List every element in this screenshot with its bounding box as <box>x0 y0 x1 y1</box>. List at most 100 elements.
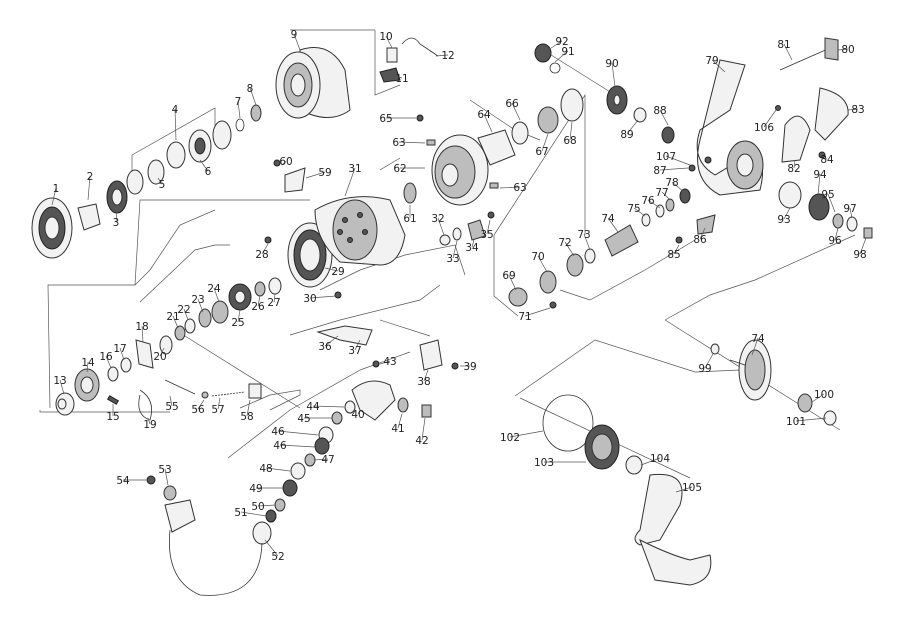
leader-line <box>237 309 241 323</box>
leader-line <box>273 293 276 303</box>
part-number-label: 69 <box>502 270 515 282</box>
leader-line <box>847 108 859 111</box>
part-number-label: 98 <box>853 249 866 261</box>
leader-line <box>183 308 189 321</box>
part-number-label: 77 <box>655 187 668 199</box>
leader-line <box>257 504 277 507</box>
leader-line <box>344 167 356 197</box>
leader-line <box>626 119 639 135</box>
part-number-label: 88 <box>653 105 666 117</box>
part-number-label: 31 <box>348 163 361 175</box>
part-number-label: 15 <box>106 411 119 423</box>
part-number-label: 42 <box>415 435 428 447</box>
part-number-label: 73 <box>577 229 590 241</box>
part-number-label: 3 <box>113 217 120 229</box>
part-number-label: 60 <box>279 156 292 168</box>
part-number-label: 78 <box>665 177 678 189</box>
leader-line <box>704 353 714 369</box>
part-number-label: 38 <box>417 376 430 388</box>
part-number-label: 62 <box>393 163 406 175</box>
part-number-label: 74 <box>601 213 615 225</box>
part-number-label: 101 <box>786 416 806 428</box>
leader-line <box>633 207 646 217</box>
part-number-label: 87 <box>653 165 666 177</box>
part-number-label: 16 <box>99 351 113 363</box>
part-number-label: 8 <box>247 83 254 95</box>
part-number-label: 19 <box>143 419 156 431</box>
part-number-label: 107 <box>656 151 676 163</box>
leader-line <box>524 307 551 317</box>
leader-line <box>217 397 221 410</box>
part-number-label: 58 <box>240 411 253 423</box>
leader-line <box>59 379 65 395</box>
leader-line <box>554 50 569 63</box>
part-number-label: 49 <box>249 483 262 495</box>
leader-line <box>793 159 796 169</box>
leader-line <box>281 160 287 166</box>
leader-line <box>159 347 165 357</box>
part-number-label: 85 <box>667 249 680 261</box>
part-number-label: 54 <box>116 475 130 487</box>
leader-line <box>51 187 57 206</box>
part-number-label: 4 <box>172 104 179 116</box>
leader-line <box>305 171 326 179</box>
leader-line <box>849 207 853 219</box>
leader-line <box>164 468 169 486</box>
part-number-label: 22 <box>177 304 190 316</box>
leader-line <box>105 355 112 369</box>
part-number-label: 52 <box>271 551 284 563</box>
leader-line <box>583 233 591 251</box>
part-number-label: 51 <box>234 507 247 519</box>
drag-knob-group <box>55 222 342 421</box>
part-number-label: 6 <box>205 166 212 178</box>
leader-line <box>398 141 426 144</box>
part-number-label: 30 <box>303 293 316 305</box>
part-number-label: 59 <box>318 167 331 179</box>
part-number-label: 61 <box>403 213 416 225</box>
leader-line <box>293 33 301 51</box>
part-number-label: 63 <box>392 137 405 149</box>
part-number-label: 95 <box>821 189 834 201</box>
leader-line <box>141 325 144 343</box>
part-number-label: 26 <box>251 301 265 313</box>
part-number-label: 1 <box>53 183 60 195</box>
part-number-label: 24 <box>207 283 221 295</box>
part-number-label: 80 <box>841 44 854 56</box>
part-number-label: 66 <box>505 98 519 110</box>
leader-line <box>397 413 403 429</box>
leader-line <box>509 430 544 438</box>
part-number-label: 68 <box>563 135 576 147</box>
leader-line <box>837 48 849 51</box>
part-number-label: 104 <box>650 453 670 465</box>
part-number-label: 46 <box>271 426 285 438</box>
leader-line <box>199 159 209 172</box>
part-number-label: 21 <box>166 311 179 323</box>
part-number-label: 72 <box>558 237 571 249</box>
part-number-label: 32 <box>431 213 444 225</box>
leader-line <box>661 191 671 201</box>
rotor-group <box>273 43 691 309</box>
leader-line <box>665 155 691 166</box>
part-number-label: 27 <box>267 297 280 309</box>
leader-line <box>471 239 475 248</box>
part-number-label: 10 <box>379 31 392 43</box>
leader-line <box>197 298 204 313</box>
part-number-label: 46 <box>273 440 287 452</box>
leader-line <box>435 54 449 57</box>
leader-line <box>265 467 291 472</box>
leader-line <box>172 315 179 329</box>
leader-line <box>699 227 706 240</box>
part-number-label: 48 <box>259 463 272 475</box>
part-number-label: 83 <box>851 104 864 116</box>
leader-line <box>86 361 89 373</box>
part-number-label: 29 <box>331 266 344 278</box>
part-number-label: 67 <box>535 146 548 158</box>
leader-line <box>834 227 839 241</box>
part-number-label: 106 <box>754 122 774 134</box>
part-number-label: 99 <box>698 363 711 375</box>
part-number-label: 56 <box>191 404 205 416</box>
leader-line <box>486 219 491 235</box>
part-number-label: 39 <box>463 361 476 373</box>
